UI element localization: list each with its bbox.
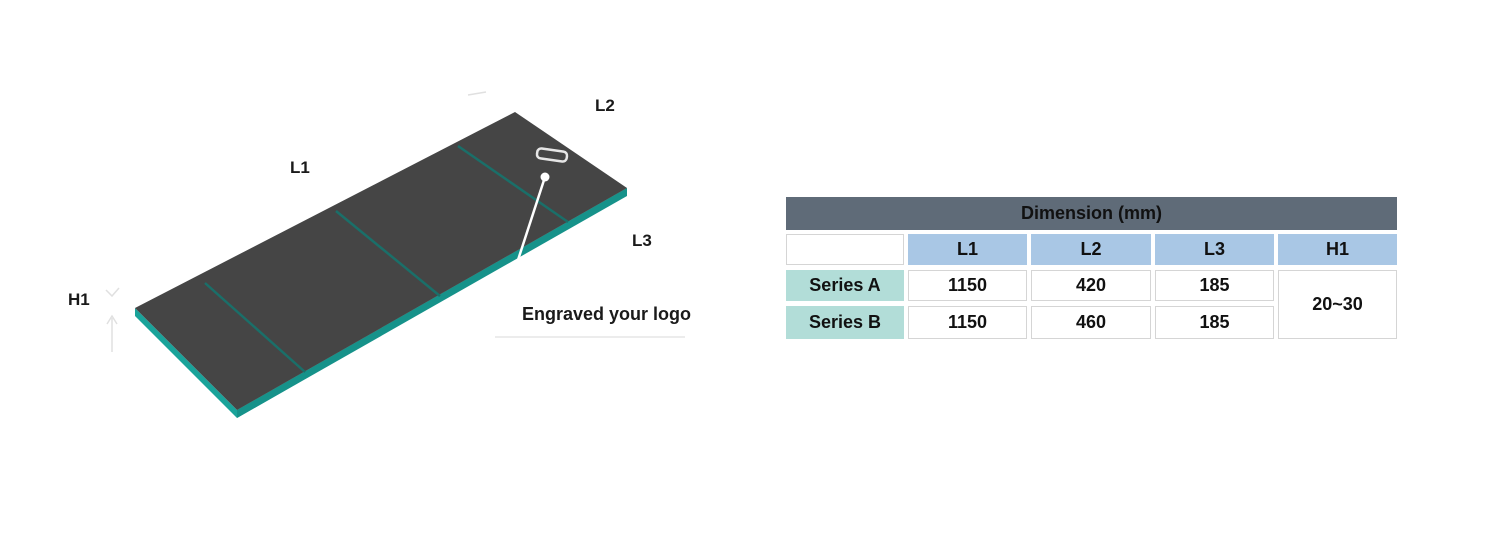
h1-arrow-top [105,287,120,298]
table-cell: 1150 [908,270,1027,301]
dimension-table: Dimension (mm) L1 L2 L3 H1 Series A 1150… [786,197,1397,339]
dimension-label-l1: L1 [290,158,310,177]
table-cell-h1-merged: 20~30 [1278,270,1397,339]
table-cell: 185 [1155,306,1274,339]
table-cell: 460 [1031,306,1151,339]
row-header-series-b: Series B [786,306,904,339]
table-title: Dimension (mm) [786,197,1397,230]
row-header-series-a: Series A [786,270,904,301]
handle-slot [535,147,569,163]
logo-callout-text: Engraved your logo [522,304,692,324]
callout-dot [540,172,550,182]
mat-front-edge [237,188,627,418]
table-cell: 420 [1031,270,1151,301]
fold-line-1 [204,282,306,373]
column-header-l3: L3 [1155,234,1274,265]
h1-arrow-head [106,314,118,325]
dimension-label-h1: H1 [68,290,90,309]
table-corner-cell [786,234,904,265]
column-header-l1: L1 [908,234,1027,265]
dimension-label-l3: L3 [632,231,652,250]
table-cell: 185 [1155,270,1274,301]
fold-line-3 [457,144,569,224]
column-header-h1: H1 [1278,234,1397,265]
table-cell: 1150 [908,306,1027,339]
column-header-l2: L2 [1031,234,1151,265]
callout-line [516,176,547,261]
mat-top-surface [135,112,627,410]
fold-line-2 [335,210,441,297]
l2-arrow [467,91,487,96]
dimension-label-l2: L2 [595,96,615,115]
folding-mat-drawing [105,91,685,418]
